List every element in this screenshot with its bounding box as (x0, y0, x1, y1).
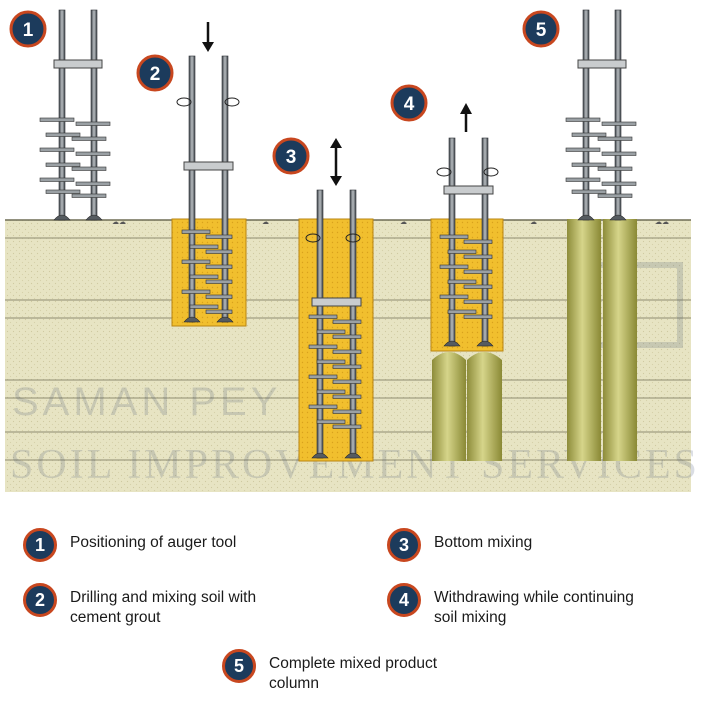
legend-item-3: 3 Bottom mixing (387, 528, 532, 562)
step-badge-1: 1 (9, 10, 47, 48)
step-badge-3: 3 (272, 137, 310, 175)
arrow-updown-icon (330, 138, 342, 186)
svg-text:☁: ☁ (400, 218, 407, 226)
arrow-up-icon (460, 103, 472, 132)
dsm-process-diagram: ☁☁☁☁ ☁☁☁ SAMAN PEY SOIL IMPROVEMENT SERV… (5, 9, 697, 492)
legend-badge-5: 5 (222, 649, 256, 683)
auger-rig-step1 (39, 9, 111, 221)
step-badge-2: 2 (136, 54, 174, 92)
arrow-down-icon (202, 22, 214, 52)
step-badge-4: 4 (390, 84, 428, 122)
auger-rig-step2 (176, 55, 240, 323)
legend: 1 Positioning of auger tool 2 Drilling a… (0, 500, 701, 712)
legend-label-1: Positioning of auger tool (70, 534, 237, 551)
legend-badge-2: 2 (23, 583, 57, 617)
svg-text:3: 3 (286, 147, 297, 168)
auger-rig-step4 (436, 137, 499, 347)
mixed-columns-step4 (432, 352, 502, 461)
legend-item-1: 1 Positioning of auger tool (23, 528, 236, 562)
svg-text:2: 2 (150, 64, 161, 85)
svg-text:☁: ☁ (262, 218, 269, 226)
mixed-columns-step5 (567, 219, 637, 461)
auger-rig-step3 (305, 189, 362, 459)
legend-badge-3: 3 (387, 528, 421, 562)
svg-text:☁: ☁ (530, 218, 537, 226)
svg-text:☁☁: ☁☁ (655, 218, 669, 226)
watermark-line1: SAMAN PEY (12, 380, 281, 424)
svg-text:1: 1 (23, 20, 34, 41)
svg-text:☁☁: ☁☁ (112, 218, 126, 226)
watermark: SAMAN PEY SOIL IMPROVEMENT SERVICES (10, 262, 697, 488)
step-badge-5: 5 (522, 10, 560, 48)
svg-text:5: 5 (536, 20, 547, 41)
auger-rig-step5 (565, 9, 637, 221)
legend-badge-1: 1 (23, 528, 57, 562)
legend-label-3: Bottom mixing (434, 534, 533, 551)
svg-text:4: 4 (404, 94, 415, 115)
legend-badge-4: 4 (387, 583, 421, 617)
